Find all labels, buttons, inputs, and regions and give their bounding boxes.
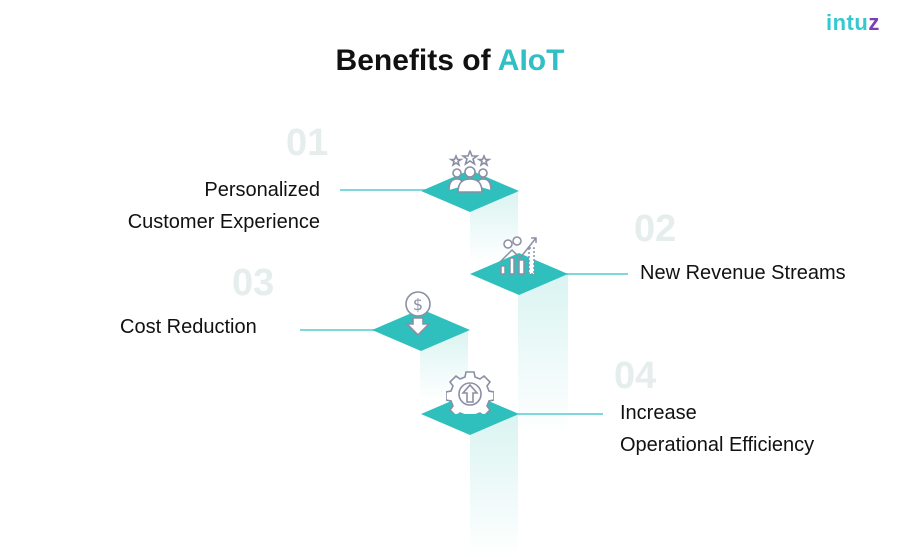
dollar-down-arrow-icon: $ <box>405 291 431 336</box>
revenue-growth-chart-icon <box>499 236 537 275</box>
connector-line-01 <box>340 189 425 191</box>
pillar-02 <box>518 275 568 435</box>
gear-up-arrow-icon <box>446 371 494 414</box>
step-number-02: 02 <box>634 208 677 250</box>
pillar-04 <box>470 415 518 557</box>
connector-line-02 <box>565 273 628 275</box>
benefit-label-03: Cost Reduction <box>120 311 257 343</box>
benefit-title: New Revenue Streams <box>640 262 846 284</box>
page-title: Benefits of AIoT <box>0 44 900 78</box>
benefit-label-02: New Revenue Streams <box>640 257 846 289</box>
customer-rating-icon <box>448 150 492 193</box>
step-number-01: 01 <box>286 122 329 164</box>
benefit-label-01: Personalized Customer Experience <box>128 174 320 238</box>
intuz-logo: intuz <box>826 10 880 36</box>
benefit-label-04: Increase Operational Efficiency <box>620 397 814 461</box>
benefit-title-line2: Customer Experience <box>127 211 320 233</box>
benefit-title-line2: Operational Efficiency <box>620 434 815 456</box>
title-accent: AIoT <box>497 44 565 77</box>
logo-text-accent: z <box>868 10 880 35</box>
step-platform-04 <box>421 393 519 435</box>
logo-text: intu <box>826 10 869 35</box>
title-main: Benefits of <box>335 44 498 77</box>
benefit-title: Cost Reduction <box>120 316 257 338</box>
benefit-title-line1: Increase <box>620 402 697 424</box>
connector-line-03 <box>300 329 375 331</box>
benefit-title-line1: Personalized <box>204 179 320 201</box>
step-number-04: 04 <box>614 355 657 397</box>
step-number-03: 03 <box>232 262 275 304</box>
connector-line-04 <box>518 413 603 415</box>
svg-text:$: $ <box>413 295 423 314</box>
